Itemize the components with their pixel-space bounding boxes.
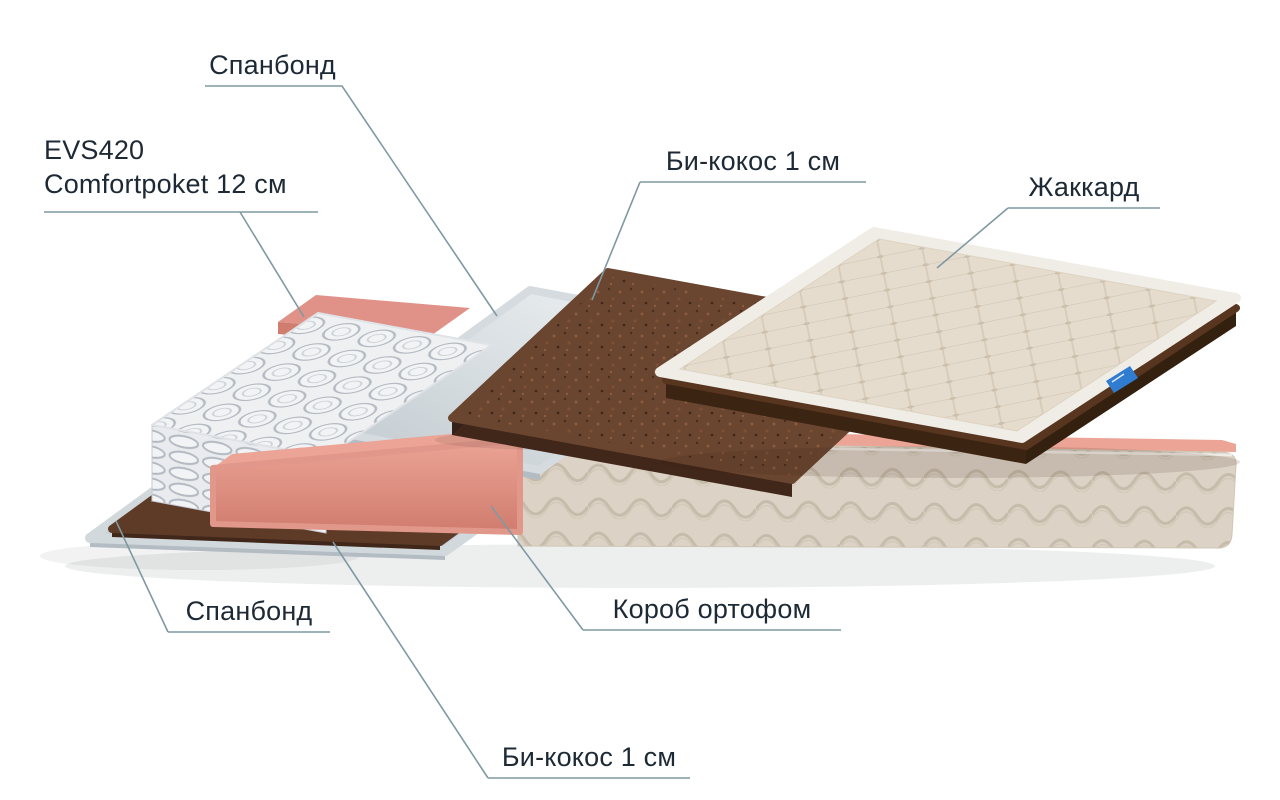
jacquard-cover (655, 227, 1241, 464)
label-bicocos-bottom: Би-кокос 1 см (488, 740, 690, 774)
label-korob-ortofom: Короб ортофом (583, 592, 841, 626)
jacquard-quilt-top (678, 238, 1218, 432)
leader-evs420 (44, 211, 318, 318)
leader-jacquard (936, 207, 1160, 269)
leader-bicocos-bottom (332, 541, 690, 779)
label-bicocos-bottom-text: Би-кокос 1 см (501, 742, 677, 772)
leader-lines (44, 85, 1160, 779)
jacquard-shadow (660, 446, 1240, 478)
brand-tag (1106, 366, 1138, 393)
label-evs420: EVS420 Comfortpoket 12 см (44, 133, 287, 201)
label-korob-ortofom-text: Короб ортофом (612, 594, 812, 624)
label-bicocos-top: Би-кокос 1 см (640, 144, 866, 178)
label-jacquard-text: Жаккард (1028, 172, 1140, 202)
label-jacquard: Жаккард (1008, 170, 1160, 204)
label-evs420-line1: EVS420 (44, 135, 145, 165)
label-bicocos-top-text: Би-кокос 1 см (665, 146, 841, 176)
foam-box (210, 426, 539, 535)
leader-spunbond-top (205, 85, 498, 317)
leader-bicocos-top (591, 181, 866, 301)
label-spunbond-bottom-text: Спанбонд (185, 596, 313, 626)
label-evs420-line2: Comfortpoket 12 см (44, 169, 287, 200)
label-spunbond-top-text: Спанбонд (209, 50, 336, 80)
leader-korob (490, 505, 841, 631)
leader-spunbond-bottom (115, 520, 330, 633)
label-spunbond-top: Спанбонд (200, 48, 345, 82)
label-spunbond-bottom: Спанбонд (168, 594, 330, 628)
